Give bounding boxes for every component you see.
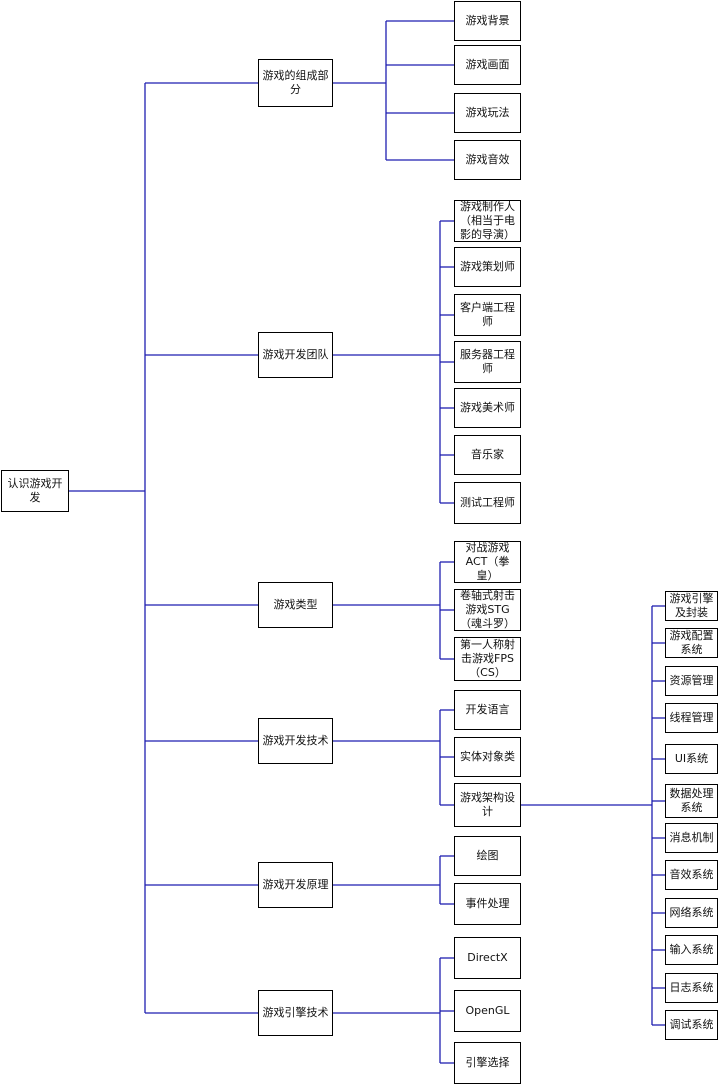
leaf-node: 游戏画面 [454, 45, 521, 85]
leaf-node: 卷轴式射击 游戏STG （魂斗罗） [454, 589, 521, 631]
leaf-node: 服务器工程 师 [454, 341, 521, 383]
arch-leaf-node: 消息机制 [665, 823, 718, 853]
arch-leaf-node: 网络系统 [665, 898, 718, 928]
leaf-node: 引擎选择 [454, 1042, 521, 1084]
arch-leaf-node: 调试系统 [665, 1010, 718, 1040]
arch-leaf-node: 资源管理 [665, 666, 718, 696]
category-principle: 游戏开发原理 [258, 862, 333, 908]
leaf-node: OpenGL [454, 990, 521, 1032]
arch-leaf-node: UI系统 [665, 744, 718, 774]
category-types: 游戏类型 [258, 582, 333, 628]
leaf-node: 实体对象类 [454, 737, 521, 777]
root-node: 认识游戏开发 [1, 470, 69, 512]
leaf-node: DirectX [454, 937, 521, 979]
arch-leaf-node: 输入系统 [665, 935, 718, 965]
arch-leaf-node: 线程管理 [665, 703, 718, 733]
leaf-node: 开发语言 [454, 690, 521, 730]
leaf-node: 游戏音效 [454, 140, 521, 180]
leaf-node: 绘图 [454, 836, 521, 876]
leaf-node: 第一人称射 击游戏FPS （CS） [454, 637, 521, 681]
arch-leaf-node: 数据处理 系统 [665, 784, 718, 818]
leaf-node: 游戏制作人 （相当于电 影的导演） [454, 200, 521, 242]
leaf-node: 游戏策划师 [454, 247, 521, 287]
leaf-node: 事件处理 [454, 883, 521, 925]
leaf-node: 测试工程师 [454, 482, 521, 524]
arch-leaf-node: 游戏引擎 及封装 [665, 591, 718, 621]
arch-leaf-node: 音效系统 [665, 860, 718, 890]
arch-leaf-node: 日志系统 [665, 973, 718, 1003]
leaf-node: 客户端工程 师 [454, 294, 521, 336]
architecture-node: 游戏架构设 计 [454, 783, 521, 827]
category-composition: 游戏的组成部 分 [258, 59, 333, 107]
leaf-node: 游戏玩法 [454, 93, 521, 133]
leaf-node: 游戏美术师 [454, 388, 521, 428]
arch-leaf-node: 游戏配置 系统 [665, 628, 718, 658]
leaf-node: 对战游戏 ACT（拳 皇） [454, 541, 521, 583]
category-team: 游戏开发团队 [258, 332, 333, 378]
category-engine: 游戏引擎技术 [258, 990, 333, 1036]
leaf-node: 音乐家 [454, 435, 521, 475]
leaf-node: 游戏背景 [454, 1, 521, 41]
category-tech: 游戏开发技术 [258, 718, 333, 764]
